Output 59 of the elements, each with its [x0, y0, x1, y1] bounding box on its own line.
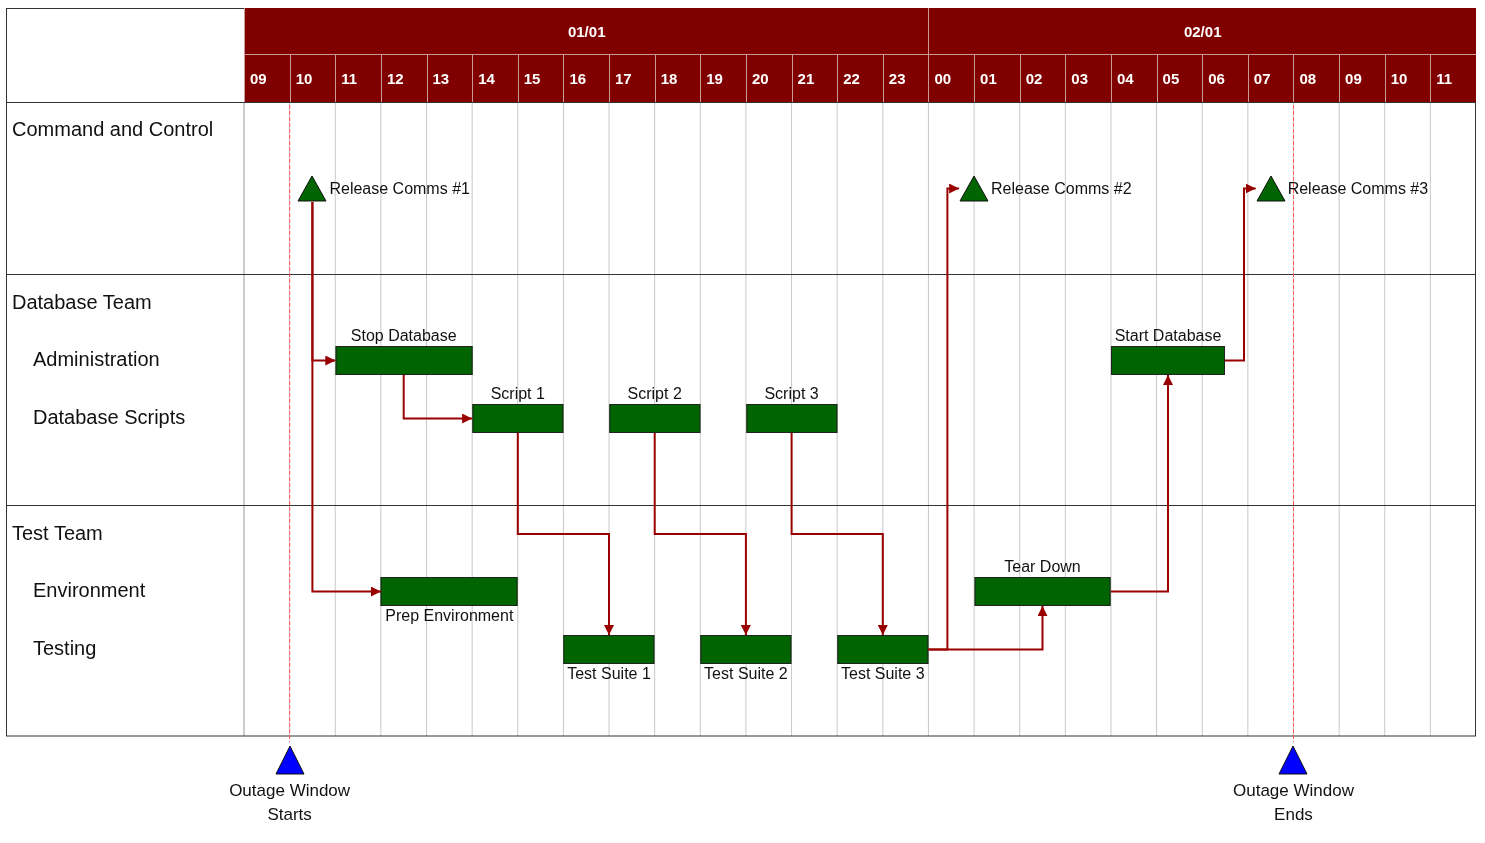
lane-label: Test Team — [12, 522, 103, 545]
hour-header: 04 — [1110, 54, 1157, 102]
arrow — [927, 605, 1048, 651]
hour-header: 17 — [609, 54, 655, 102]
hour-header: 11 — [1430, 54, 1476, 102]
hour-header: 15 — [517, 54, 564, 102]
hour-header: 18 — [654, 54, 701, 102]
outage-label: Outage Window Starts — [228, 780, 352, 826]
arrow — [402, 374, 474, 424]
lane-label: Administration — [33, 348, 160, 371]
hour-header: 11 — [335, 54, 381, 102]
hour-header: 10 — [289, 54, 336, 102]
milestone-label: Release Comms #1 — [329, 179, 470, 198]
hour-header: 22 — [837, 54, 883, 102]
hour-header: 23 — [882, 54, 929, 102]
task-label: Stop Database — [350, 326, 457, 346]
lane-label: Environment — [33, 579, 146, 602]
task-label: Script 2 — [627, 384, 682, 404]
outage-label: Outage Window Ends — [1232, 780, 1355, 826]
hour-header: 08 — [1293, 54, 1340, 102]
date-header: 02/01 — [928, 8, 1476, 54]
task-label: Test Suite 1 — [567, 664, 651, 684]
hour-header: 06 — [1202, 54, 1248, 102]
hour-header: 03 — [1065, 54, 1111, 102]
task-label: Test Suite 2 — [704, 664, 788, 684]
hour-header: 10 — [1384, 54, 1431, 102]
arrow — [1110, 374, 1173, 593]
arrow — [311, 201, 382, 597]
hour-header: 21 — [791, 54, 838, 102]
arrow — [790, 432, 888, 636]
date-header: 01/01 — [244, 8, 929, 54]
hour-header: 09 — [244, 54, 290, 102]
task-label: Start Database — [1114, 326, 1222, 346]
hour-header: 05 — [1156, 54, 1203, 102]
lane-label: Database Team — [12, 291, 152, 314]
hour-header: 00 — [928, 54, 975, 102]
hour-header: 20 — [745, 54, 792, 102]
lane-label: Command and Control — [12, 118, 214, 141]
hour-header: 07 — [1247, 54, 1294, 102]
task-label: Script 3 — [764, 384, 819, 404]
milestone-label: Release Comms #2 — [991, 179, 1132, 198]
hour-header: 01 — [974, 54, 1020, 102]
arrow — [516, 432, 614, 636]
task-label: Test Suite 3 — [841, 664, 925, 684]
task-label: Tear Down — [1004, 557, 1081, 577]
hour-header: 16 — [563, 54, 610, 102]
hour-header: 19 — [700, 54, 746, 102]
task-label: Script 1 — [490, 384, 545, 404]
lane-label: Database Scripts — [33, 406, 186, 429]
arrow — [653, 432, 751, 636]
lane-label: Testing — [33, 637, 97, 660]
hour-header: 09 — [1339, 54, 1385, 102]
milestone-label: Release Comms #3 — [1287, 179, 1429, 198]
hour-header: 13 — [426, 54, 473, 102]
hour-header: 14 — [472, 54, 518, 102]
hour-header: 12 — [380, 54, 427, 102]
arrow — [1224, 183, 1257, 362]
hour-header: 02 — [1019, 54, 1066, 102]
task-label: Prep Environment — [385, 606, 514, 626]
